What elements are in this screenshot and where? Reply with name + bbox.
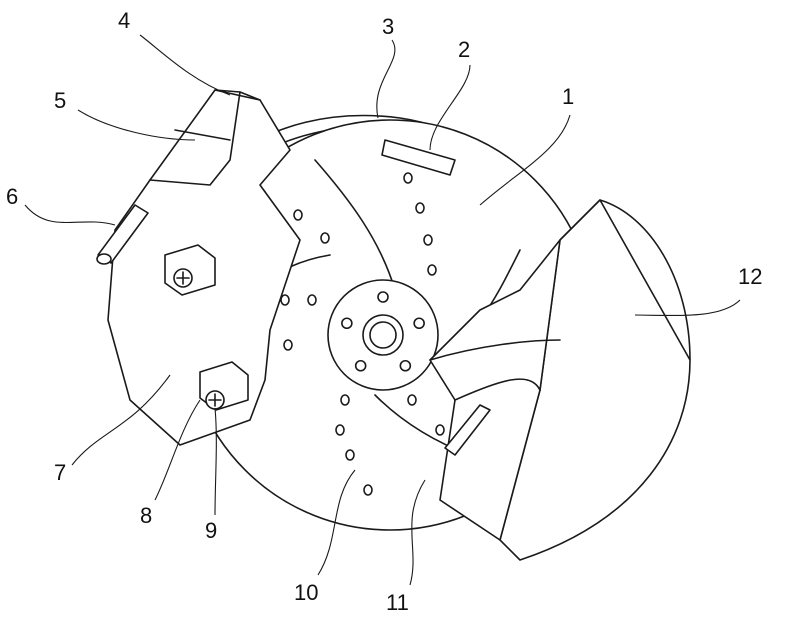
hub-bolt-holes [341, 291, 425, 372]
vent-hole [283, 339, 293, 351]
mounting-block-upper [164, 244, 216, 296]
vent-hole [435, 424, 445, 436]
label-1: 1 [562, 84, 574, 109]
vent-hole [363, 484, 373, 496]
label-11: 11 [386, 590, 409, 615]
bolt-hole [413, 317, 425, 330]
vent-hole [320, 232, 330, 244]
vent-hole [415, 202, 425, 214]
bolt-hole [399, 359, 412, 372]
vent-hole [340, 394, 350, 406]
vent-hole [407, 394, 417, 406]
vent-hole [423, 234, 433, 246]
label-10: 10 [294, 580, 318, 605]
vent-hole [307, 294, 317, 306]
label-9: 9 [205, 518, 217, 543]
vent-hole [280, 294, 290, 306]
hub-bore [362, 314, 404, 356]
brake-pad [381, 139, 456, 176]
bolt-hole [377, 291, 389, 303]
bolt-hole [354, 359, 367, 372]
bolt-hole [341, 317, 353, 330]
label-6: 6 [6, 184, 18, 209]
label-2: 2 [458, 37, 470, 62]
vent-hole [335, 424, 345, 436]
vent-hole [427, 264, 437, 276]
vent-hole [403, 172, 413, 184]
label-12: 12 [738, 264, 762, 289]
label-8: 8 [140, 503, 152, 528]
leader-lines [24, 34, 741, 586]
label-7: 7 [54, 460, 66, 485]
label-4: 4 [118, 8, 130, 33]
vent-hole [293, 209, 303, 221]
vent-hole [345, 449, 355, 461]
label-3: 3 [382, 14, 394, 39]
label-5: 5 [54, 88, 66, 113]
